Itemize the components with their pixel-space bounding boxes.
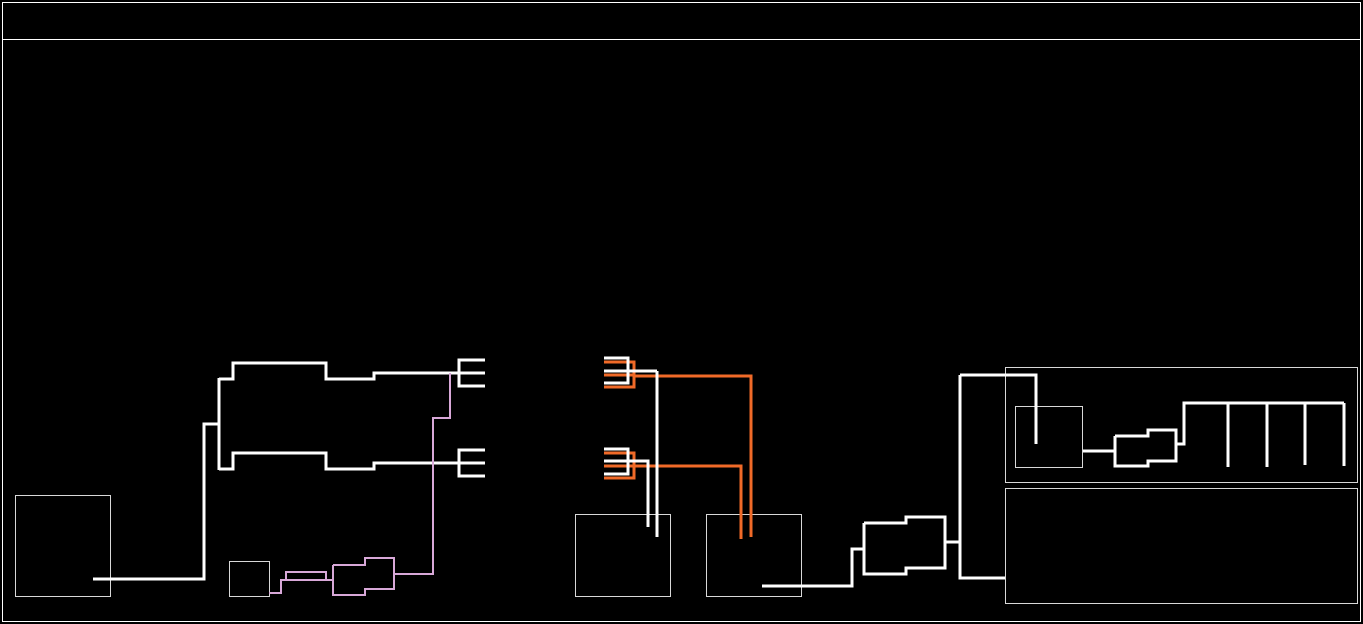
right-component	[862, 515, 947, 576]
pink-wire-riser	[394, 373, 451, 575]
wire-upper-branch	[219, 361, 459, 381]
box-right-lower	[1005, 488, 1358, 604]
pink-component	[332, 557, 395, 596]
wire-source-to-bus	[93, 422, 219, 581]
white-wire-lower-drop	[604, 459, 650, 527]
upper-box-component	[1113, 428, 1178, 468]
wire-to-upper-box	[960, 373, 1038, 444]
wire-lower-branch	[219, 451, 459, 471]
orange-wire-lower	[634, 464, 743, 539]
wire-right-vertical-bus	[958, 375, 1005, 580]
box-right-upper-inner	[1015, 406, 1083, 468]
wire-feeder-rail	[1176, 401, 1344, 446]
pink-wire-a	[269, 571, 333, 594]
box-center-right	[706, 514, 802, 597]
orange-wire-upper	[634, 374, 753, 537]
box-right-upper	[1005, 367, 1358, 483]
box-center-left	[575, 514, 671, 597]
box-left-source	[15, 495, 111, 597]
wire-center-to-component	[762, 547, 864, 588]
box-small-pink	[229, 561, 270, 597]
